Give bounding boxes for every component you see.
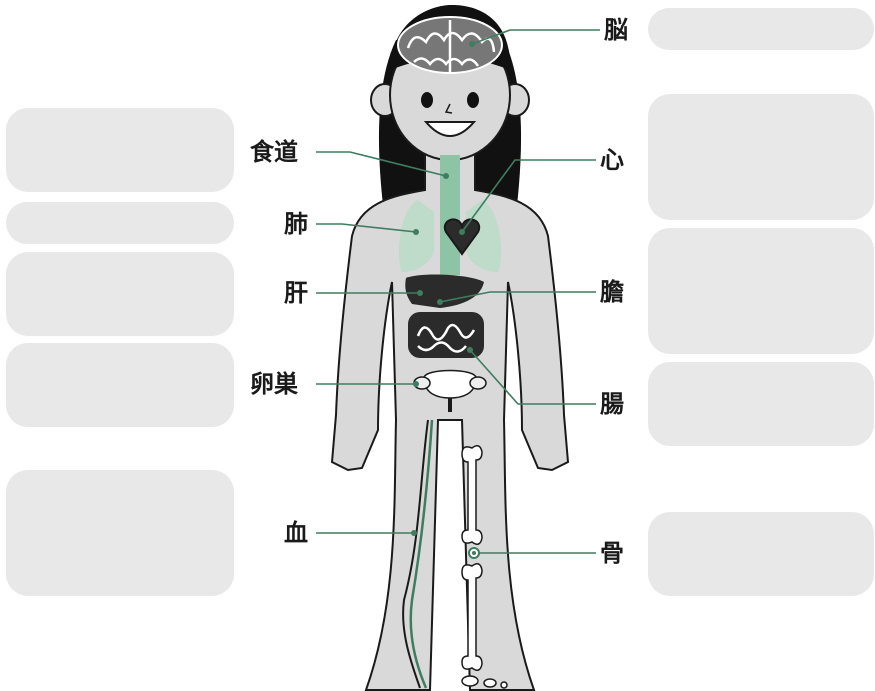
uterus	[424, 371, 476, 399]
label-esophagus: 食道	[250, 140, 298, 164]
label-brain: 脳	[604, 18, 628, 42]
label-blood: 血	[284, 521, 308, 545]
eye-left	[421, 92, 433, 108]
label-liver: 肝	[284, 281, 308, 305]
eye-right	[467, 92, 479, 108]
label-bone: 骨	[600, 541, 624, 565]
label-lung: 肺	[284, 212, 308, 236]
esophagus	[440, 155, 460, 275]
label-gallbladder: 膽	[600, 280, 624, 304]
label-ovary: 卵巣	[250, 372, 298, 396]
ovary-right	[470, 377, 486, 389]
label-intestine: 腸	[600, 392, 624, 416]
label-heart: 心	[600, 148, 624, 172]
